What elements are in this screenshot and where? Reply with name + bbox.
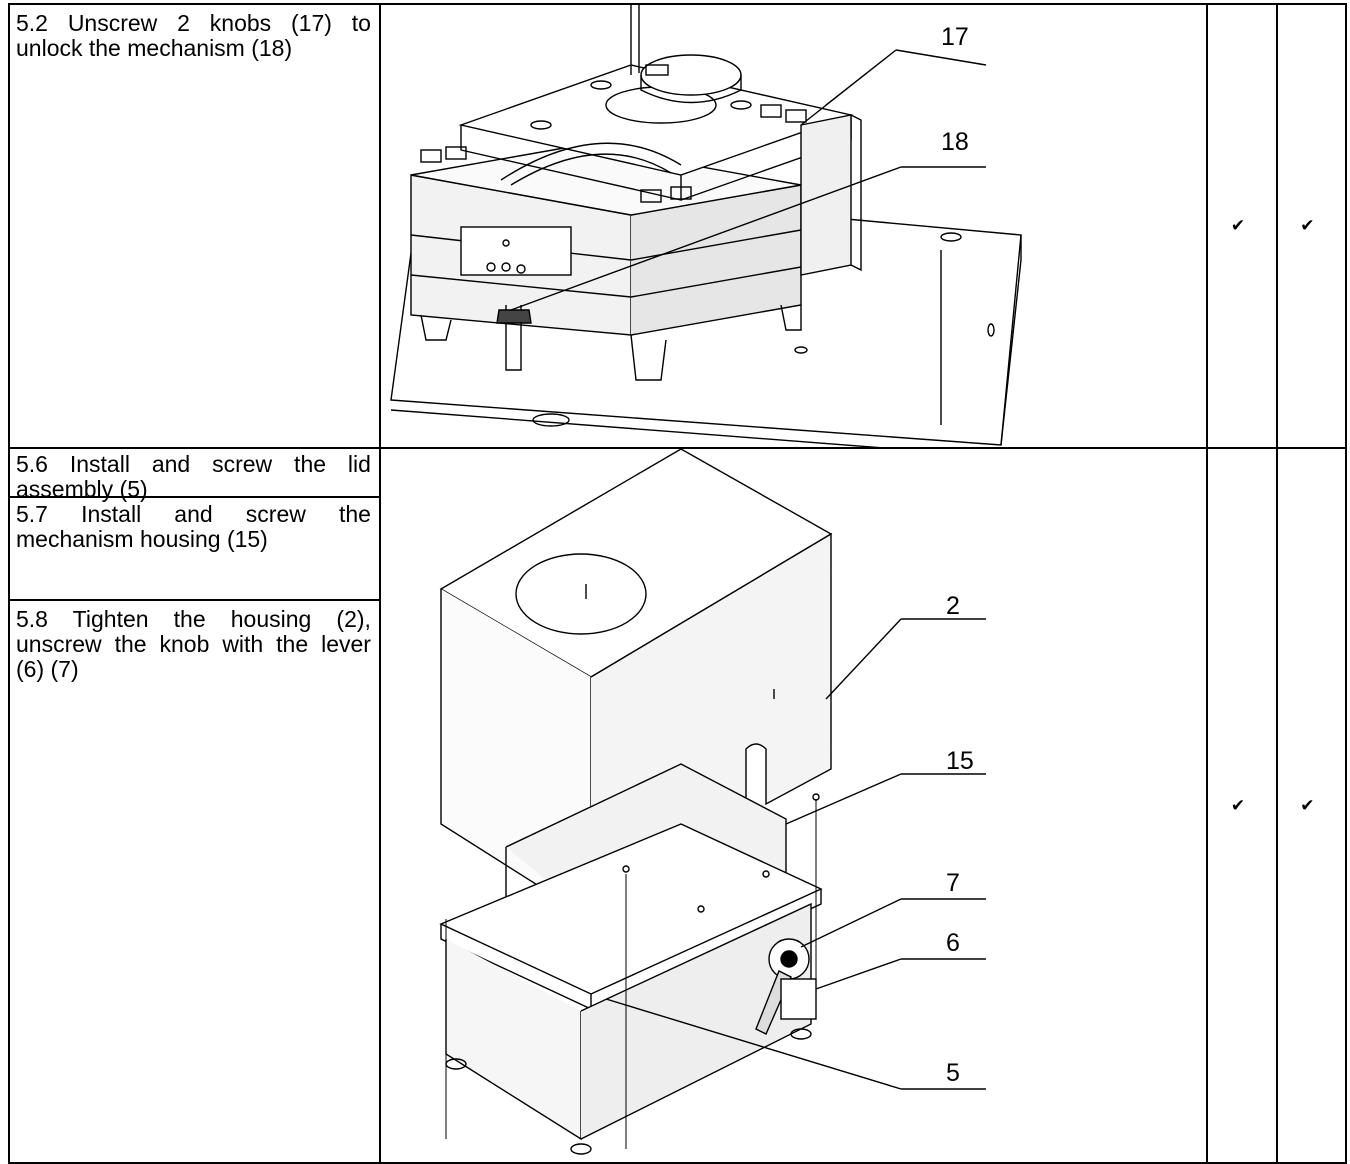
check-cell: ✔ [1206,447,1278,1164]
mechanism-drawing: 17 18 [390,6,1022,446]
table-row: 5.6 Install and screw the lid assembly (… [8,447,1348,1164]
callout-7: 7 [946,869,960,897]
step-5-8-text: 5.8 Tighten the housing (2), unscrew the… [10,599,379,688]
callout-2: 2 [946,592,960,620]
step-text-cell: 5.2 Unscrew 2 knobs (17) to unlock the m… [8,3,381,449]
checkmark-icon: ✔ [1230,216,1246,235]
procedure-table: 5.2 Unscrew 2 knobs (17) to unlock the m… [8,3,1348,1164]
step-text-cell: 5.6 Install and screw the lid assembly (… [8,447,381,1164]
step-5-2-text: 5.2 Unscrew 2 knobs (17) to unlock the m… [16,10,371,61]
step-5-6-text: 5.6 Install and screw the lid assembly (… [16,451,371,502]
mechanism-drawing-cell: 17 18 [378,3,1209,449]
callout-17: 17 [941,23,969,51]
checkmark-icon: ✔ [1230,795,1246,815]
callout-6: 6 [946,929,960,957]
check-cell: ✔ [1275,447,1348,1164]
check-cell: ✔ [1275,3,1348,449]
housing-drawing-cell: 2 15 7 6 5 [378,447,1209,1164]
step-5-7-text: 5.7 Install and screw the mechanism hous… [10,496,379,599]
table-row: 5.2 Unscrew 2 knobs (17) to unlock the m… [8,3,1348,449]
callout-18: 18 [941,128,969,156]
callout-5: 5 [946,1059,960,1087]
callout-15: 15 [946,747,974,775]
housing-drawing: 2 15 7 6 5 [439,450,986,1155]
checkmark-icon: ✔ [1300,216,1315,235]
check-cell: ✔ [1206,3,1278,449]
checkmark-icon: ✔ [1300,795,1315,815]
